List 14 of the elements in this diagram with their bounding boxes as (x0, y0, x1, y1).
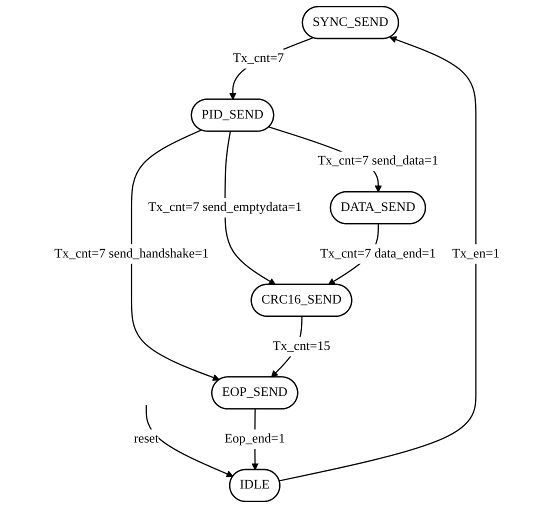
arrow (146, 405, 234, 478)
edge-label: Tx_cnt=7 (232, 51, 284, 66)
edge-label: Eop_end=1 (224, 432, 286, 446)
edge-label: Tx_cnt=7 send_handshake=1 (54, 246, 209, 261)
edge-label: Tx_en=1 (452, 246, 500, 261)
arrow (279, 36, 476, 482)
arrow (130, 130, 220, 381)
edge-label: Tx_cnt=7 data_end=1 (320, 246, 436, 261)
edge-label: Tx_cnt=15 (272, 339, 330, 354)
edge-label: Tx_cnt=7 send_emptydata=1 (148, 200, 302, 214)
edge-label: Tx_cnt=7 send_data=1 (318, 154, 438, 168)
arrow (224, 131, 276, 286)
arrow (229, 37, 314, 100)
edge-label: reset (134, 432, 159, 446)
